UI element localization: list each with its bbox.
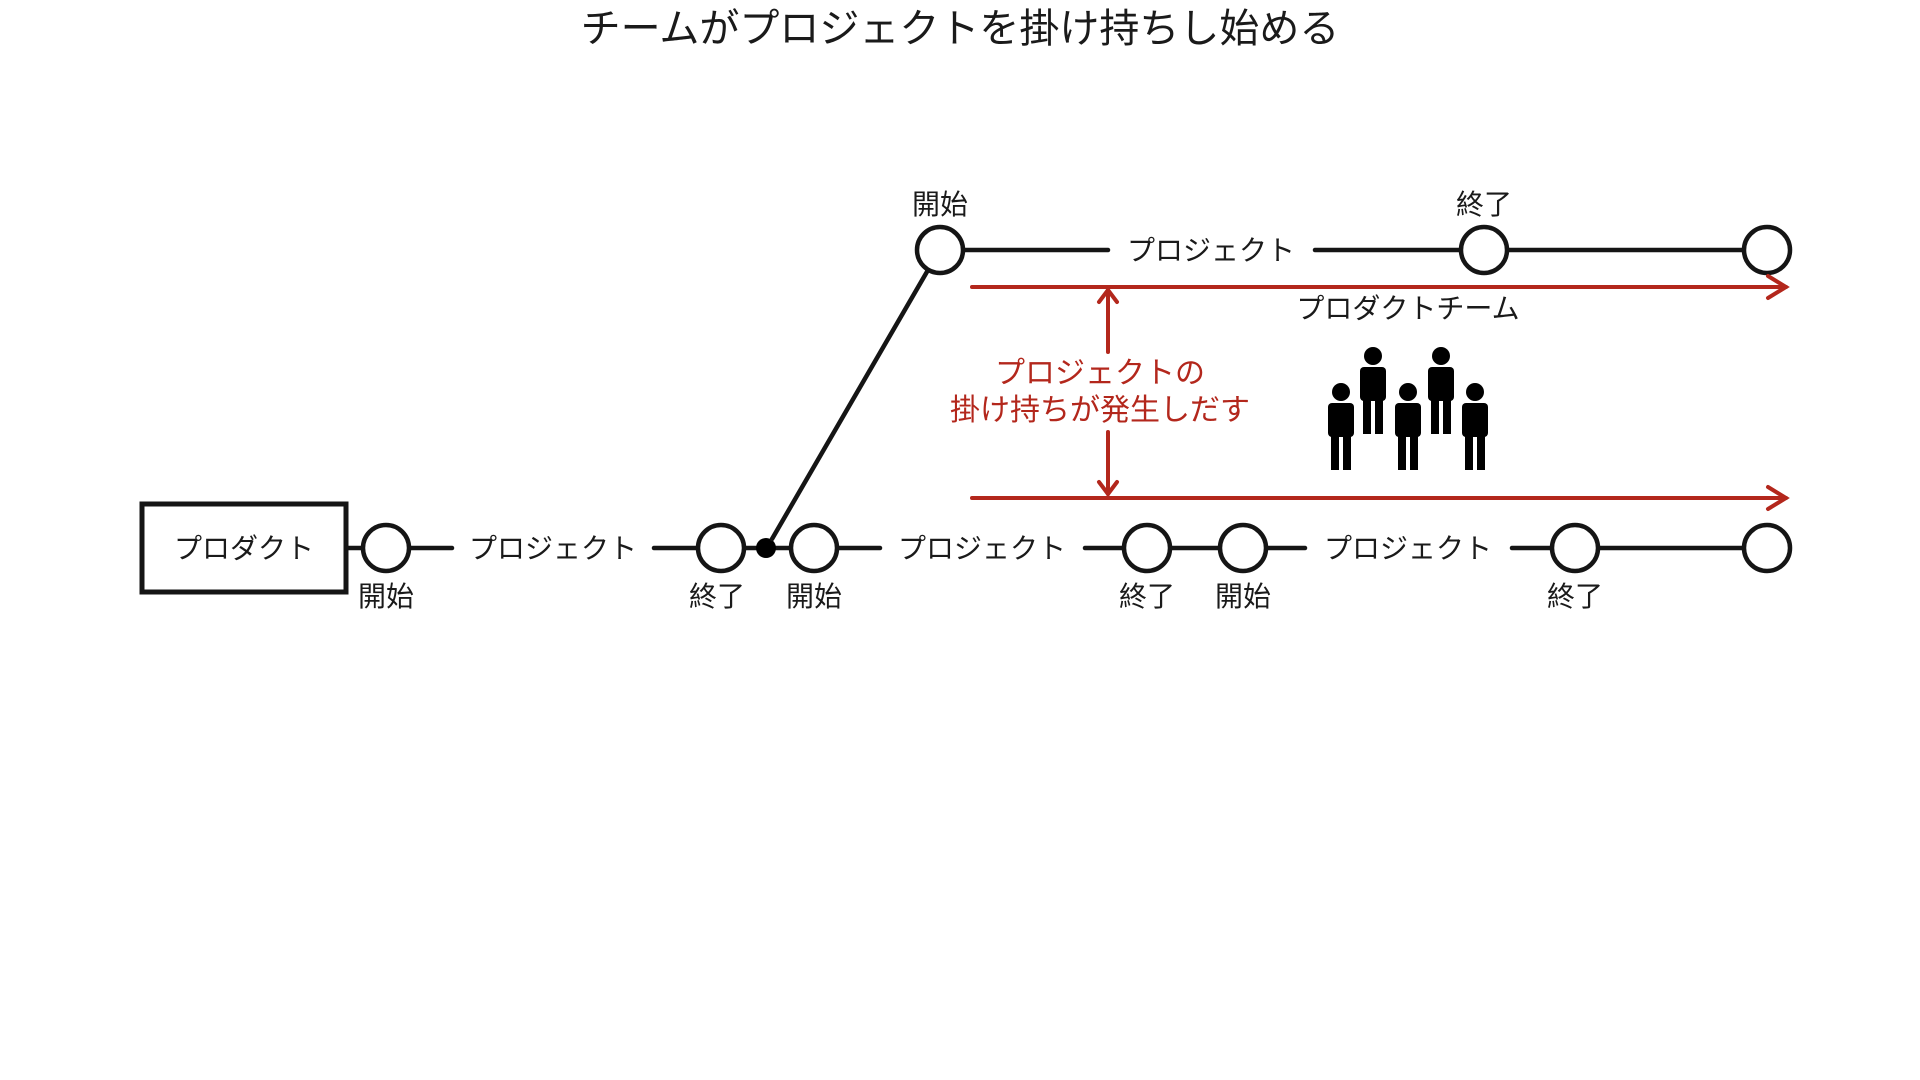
- diagram-title: チームがプロジェクトを掛け持ちし始める: [581, 6, 1340, 52]
- person-icon: [1328, 383, 1354, 470]
- overlap-annotation-line1: プロジェクトの: [995, 356, 1205, 391]
- lower-project-label-3: プロジェクト: [1324, 532, 1492, 565]
- team-top-arrowhead: [1766, 274, 1790, 300]
- product-team-label: プロダクトチーム: [1296, 292, 1519, 325]
- product-box: [139, 501, 349, 595]
- person-icon: [1428, 347, 1454, 434]
- lower-node-label-start-1: 開始: [358, 580, 414, 613]
- upper-node-label-end: 終了: [1456, 188, 1512, 221]
- person-icon: [1462, 383, 1488, 470]
- overlap-span-down-head: [1097, 480, 1119, 498]
- upper-project-label: プロジェクト: [1127, 234, 1295, 267]
- upper-node-final: [1741, 224, 1793, 276]
- upper-track: プロジェクト 開始 終了: [912, 188, 1793, 276]
- team-members-icon: [1328, 347, 1488, 470]
- person-icon: [1395, 383, 1421, 470]
- lower-node-end-2: [1121, 522, 1173, 574]
- product-box-label: プロダクト: [174, 532, 314, 565]
- overlap-span-up-head: [1097, 286, 1119, 304]
- lower-node-end-3: [1549, 522, 1601, 574]
- team-bottom-arrowhead: [1766, 485, 1790, 511]
- lower-track: プロダクト プロジェクト プロジェクト プロジェクト 開始 終了 開始 終了 開…: [139, 501, 1793, 613]
- team-span: プロジェクトの 掛け持ちが発生しだす プロダクトチーム: [950, 274, 1790, 511]
- lower-node-final: [1741, 522, 1793, 574]
- person-icon: [1360, 347, 1386, 434]
- upper-node-start: [914, 224, 966, 276]
- upper-node-label-start: 開始: [912, 188, 968, 221]
- overlap-annotation-line2: 掛け持ちが発生しだす: [950, 393, 1250, 428]
- lower-node-label-end-3: 終了: [1547, 580, 1603, 613]
- lower-node-start-2: [788, 522, 840, 574]
- branch-junction-dot: [756, 538, 776, 558]
- lower-node-start-1: [360, 522, 412, 574]
- lower-project-label-2: プロジェクト: [898, 532, 1066, 565]
- lower-node-label-start-3: 開始: [1215, 580, 1271, 613]
- branch-line: [769, 267, 931, 542]
- lower-node-end-1: [695, 522, 747, 574]
- lower-node-label-end-1: 終了: [689, 580, 745, 613]
- upper-node-end: [1458, 224, 1510, 276]
- lower-project-label-1: プロジェクト: [469, 532, 637, 565]
- lower-node-label-start-2: 開始: [786, 580, 842, 613]
- lower-node-start-3: [1217, 522, 1269, 574]
- lower-node-label-end-2: 終了: [1119, 580, 1175, 613]
